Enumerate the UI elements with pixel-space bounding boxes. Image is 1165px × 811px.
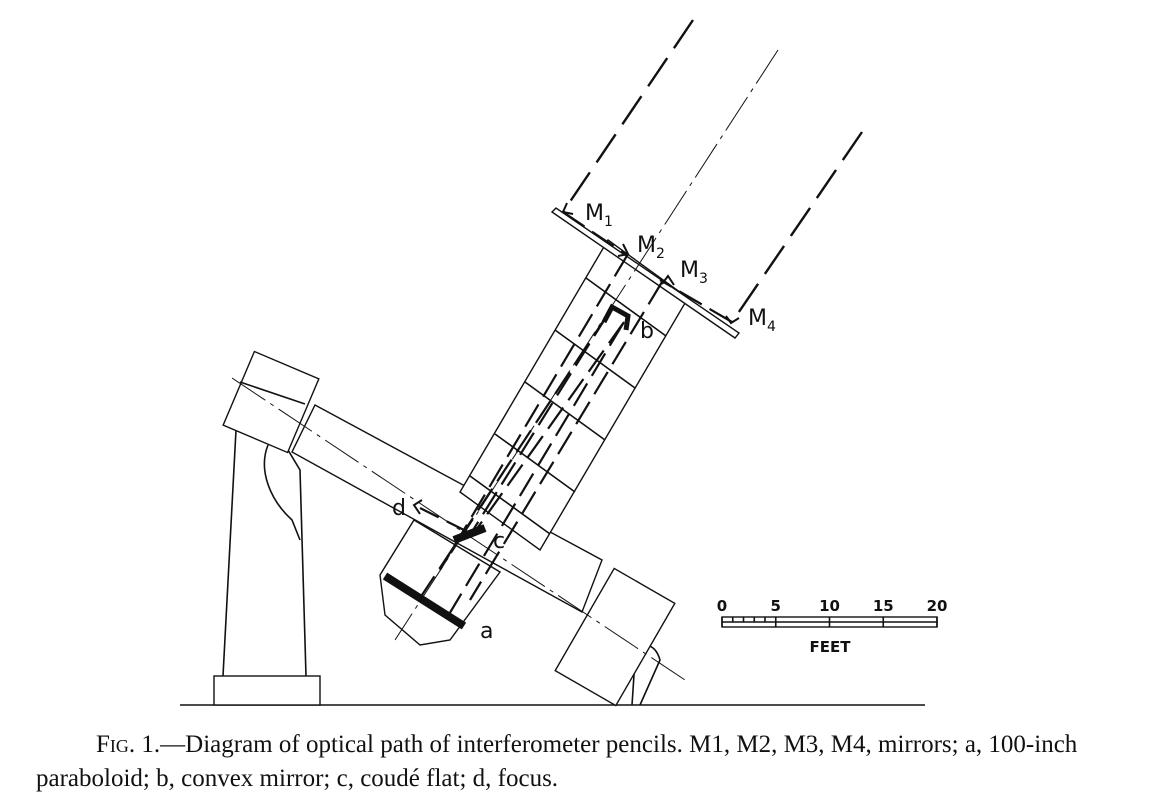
optical-path-diagram: M1 M2 M3 M4 b a c d 0 5 10 15 20 FEET bbox=[180, 19, 948, 707]
figure-label: Fig. 1. bbox=[96, 731, 161, 758]
arrow-focus bbox=[412, 499, 423, 515]
incoming-ray-m1 bbox=[562, 19, 694, 213]
label-m2: M2 bbox=[637, 233, 665, 262]
label-d: d bbox=[392, 496, 406, 521]
ray-b-c-1 bbox=[469, 313, 609, 536]
scale-unit: FEET bbox=[810, 638, 852, 656]
label-m3: M3 bbox=[680, 258, 708, 287]
ray-m1-m2 bbox=[562, 211, 626, 255]
north-pier bbox=[213, 350, 321, 706]
incoming-ray-m4 bbox=[731, 131, 863, 323]
label-c: c bbox=[493, 529, 505, 554]
arrow-m4 bbox=[725, 315, 740, 325]
arrow-m1 bbox=[561, 202, 574, 215]
scale-tick-label: 5 bbox=[771, 597, 781, 615]
scale-tick-label: 15 bbox=[873, 597, 894, 615]
ray-paraboloid-b-right bbox=[447, 321, 625, 617]
label-b: b bbox=[640, 319, 654, 344]
ray-b-c-2 bbox=[475, 321, 625, 531]
ray-m4-m3 bbox=[659, 279, 733, 323]
mirror-cell bbox=[379, 519, 502, 646]
ray-paraboloid-b-left bbox=[419, 313, 609, 599]
ray-c-focus bbox=[419, 507, 471, 534]
label-m4: M4 bbox=[748, 306, 776, 335]
polar-axis bbox=[231, 377, 689, 683]
arrow-m3 bbox=[661, 274, 675, 286]
scale-tick-label: 10 bbox=[819, 597, 840, 615]
paraboloid-a bbox=[382, 572, 467, 630]
ray-m3-down bbox=[469, 281, 663, 601]
south-pier bbox=[554, 567, 676, 707]
scale-bar: 0 5 10 15 20 FEET bbox=[717, 597, 948, 656]
interferometer-beam bbox=[550, 207, 741, 339]
scale-tick-label: 0 bbox=[717, 597, 727, 615]
caption-text: —Diagram of optical path of interferomet… bbox=[36, 731, 1078, 792]
scale-tick-label: 20 bbox=[927, 597, 948, 615]
ray-m2-down bbox=[439, 253, 629, 571]
figure-caption: Fig. 1.—Diagram of optical path of inter… bbox=[36, 728, 1136, 796]
label-a: a bbox=[480, 619, 493, 644]
label-m1: M1 bbox=[585, 201, 613, 230]
